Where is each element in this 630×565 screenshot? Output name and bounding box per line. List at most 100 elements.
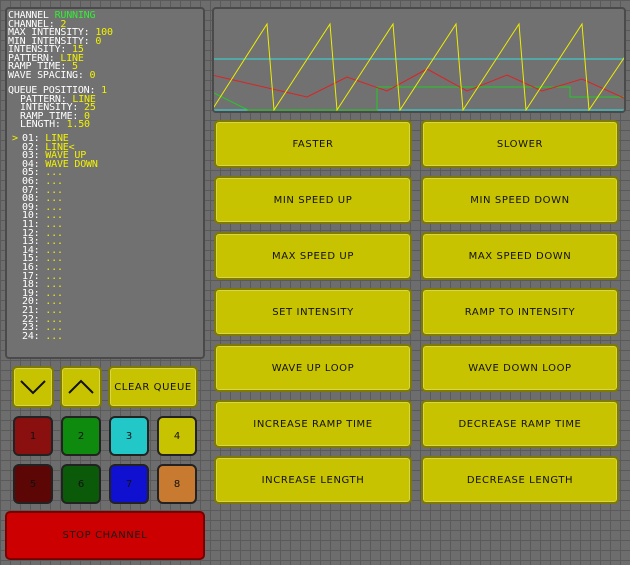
status-label: MIN INTENSITY: bbox=[8, 35, 90, 47]
queue-item: 03: WAVE UP bbox=[22, 150, 86, 162]
status-label: PATTERN: bbox=[8, 52, 55, 64]
queue-item-text: ... bbox=[45, 262, 63, 273]
channel-8-button[interactable]: 8 bbox=[157, 464, 197, 504]
queue-item: 11: ... bbox=[22, 219, 63, 230]
decrease-ramp-time-button[interactable]: DECREASE RAMP TIME bbox=[421, 400, 619, 448]
status-label: WAVE SPACING: bbox=[8, 69, 84, 81]
queue-item-text: ... bbox=[45, 193, 63, 205]
set-intensity-button[interactable]: SET INTENSITY bbox=[214, 288, 412, 336]
queue-item-text: ... bbox=[45, 244, 63, 256]
queue-detail-value: 0 bbox=[84, 110, 90, 122]
channel-1-button[interactable]: 1 bbox=[13, 416, 53, 456]
increase-ramp-time-button[interactable]: INCREASE RAMP TIME bbox=[214, 400, 412, 448]
max-speed-down-button[interactable]: MAX SPEED DOWN bbox=[421, 232, 619, 280]
queue-item-text: ... bbox=[45, 219, 63, 230]
queue-item: 20: ... bbox=[22, 297, 63, 307]
queue-item-text: ... bbox=[45, 167, 63, 179]
queue-item-number: 03: bbox=[22, 150, 40, 162]
channel-2-button[interactable]: 2 bbox=[61, 416, 101, 456]
waveform-red bbox=[214, 68, 624, 99]
queue-item: 17: ... bbox=[22, 270, 63, 282]
status-value: 2 bbox=[60, 18, 67, 30]
channel-6-button[interactable]: 6 bbox=[61, 464, 101, 504]
queue-item-text: ... bbox=[45, 322, 63, 334]
queue-item: 15: ... bbox=[22, 253, 63, 265]
queue-detail: LENGTH: 1.50 bbox=[20, 119, 90, 130]
queue-item-number: 01: bbox=[22, 133, 40, 144]
queue-detail: PATTERN: LINE bbox=[20, 93, 96, 105]
queue-item-number: 04: bbox=[22, 158, 40, 170]
ramp-to-intensity-button[interactable]: RAMP TO INTENSITY bbox=[421, 288, 619, 336]
slower-button[interactable]: SLOWER bbox=[421, 120, 619, 168]
channel-5-button[interactable]: 5 bbox=[13, 464, 53, 504]
queue-item: 04: WAVE DOWN bbox=[22, 158, 98, 170]
status-label: RAMP TIME: bbox=[8, 61, 67, 72]
max-speed-up-button[interactable]: MAX SPEED UP bbox=[214, 232, 412, 280]
queue-item: 22: ... bbox=[22, 314, 63, 325]
channel-3-button[interactable]: 3 bbox=[109, 416, 149, 456]
queue-item: 07: ... bbox=[22, 185, 63, 196]
queue-item-number: 08: bbox=[22, 193, 40, 205]
queue-item-number: 09: bbox=[22, 201, 40, 213]
queue-item-number: 24: bbox=[22, 330, 40, 342]
queue-item-text: ... bbox=[45, 279, 63, 291]
status-label: CHANNEL: bbox=[8, 18, 55, 30]
queue-down-button[interactable] bbox=[12, 366, 54, 408]
queue-item: 14: ... bbox=[22, 244, 63, 256]
queue-item: 10: ... bbox=[22, 210, 63, 222]
wave-down-loop-button[interactable]: WAVE DOWN LOOP bbox=[421, 344, 619, 392]
increase-length-button[interactable]: INCREASE LENGTH bbox=[214, 456, 412, 504]
waveform-yellow bbox=[214, 22, 624, 111]
min-speed-down-button[interactable]: MIN SPEED DOWN bbox=[421, 176, 619, 224]
queue-item: 12: ... bbox=[22, 227, 63, 239]
channel-7-button[interactable]: 7 bbox=[109, 464, 149, 504]
queue-position-value: 1 bbox=[101, 85, 107, 96]
queue-item: 01: LINE bbox=[22, 133, 69, 144]
queue-item: 21: ... bbox=[22, 306, 63, 316]
status-label: CHANNEL bbox=[8, 10, 49, 21]
queue-item-text: WAVE DOWN bbox=[45, 158, 98, 170]
status-value: 5 bbox=[72, 61, 78, 72]
clear-queue-button[interactable]: CLEAR QUEUE bbox=[108, 366, 198, 408]
waveform-display bbox=[212, 7, 626, 113]
queue-detail-label: INTENSITY: bbox=[20, 102, 79, 113]
queue-item: 16: ... bbox=[22, 262, 63, 273]
queue-item-number: 10: bbox=[22, 210, 40, 222]
status-lines: CHANNEL RUNNING CHANNEL: 2 MAX INTENSITY… bbox=[7, 9, 113, 342]
status-value: 0 bbox=[89, 69, 96, 81]
status-row: WAVE SPACING: 0 bbox=[8, 69, 96, 81]
queue-item-number: 11: bbox=[22, 219, 40, 230]
queue-item-text: LINE bbox=[45, 133, 69, 144]
queue-detail-value: 1.50 bbox=[66, 119, 90, 130]
queue-item: 19: ... bbox=[22, 287, 63, 299]
queue-item-text: ... bbox=[45, 176, 63, 187]
queue-item: 06: ... bbox=[22, 176, 63, 187]
queue-item: 18: ... bbox=[22, 279, 63, 291]
min-speed-up-button[interactable]: MIN SPEED UP bbox=[214, 176, 412, 224]
queue-cursor: > bbox=[12, 133, 18, 144]
wave-up-loop-button[interactable]: WAVE UP LOOP bbox=[214, 344, 412, 392]
queue-item-text: ... bbox=[45, 330, 63, 342]
channel-4-button[interactable]: 4 bbox=[157, 416, 197, 456]
queue-detail-label: RAMP TIME: bbox=[20, 110, 79, 122]
status-label: MAX INTENSITY: bbox=[8, 27, 90, 38]
status-row: CHANNEL: 2 bbox=[8, 18, 67, 30]
stop-channel-button[interactable]: STOP CHANNEL bbox=[5, 511, 205, 560]
queue-item-number: 17: bbox=[22, 270, 40, 282]
decrease-length-button[interactable]: DECREASE LENGTH bbox=[421, 456, 619, 504]
queue-item: 13: ... bbox=[22, 236, 63, 248]
faster-button[interactable]: FASTER bbox=[214, 120, 412, 168]
queue-item-number: 15: bbox=[22, 253, 40, 265]
status-value: 100 bbox=[95, 27, 113, 38]
queue-item-number: 19: bbox=[22, 287, 40, 299]
queue-item-number: 12: bbox=[22, 227, 40, 239]
queue-item: 23: ... bbox=[22, 322, 63, 334]
queue-position: QUEUE POSITION: 1 bbox=[8, 85, 107, 96]
queue-detail-label: PATTERN: bbox=[20, 93, 67, 105]
queue-item-number: 13: bbox=[22, 236, 40, 248]
queue-item: 09: ... bbox=[22, 201, 63, 213]
queue-item-number: 16: bbox=[22, 262, 40, 273]
queue-item: 02: LINE< bbox=[22, 142, 75, 153]
status-row: PATTERN: LINE bbox=[8, 52, 84, 64]
queue-up-button[interactable] bbox=[60, 366, 102, 408]
